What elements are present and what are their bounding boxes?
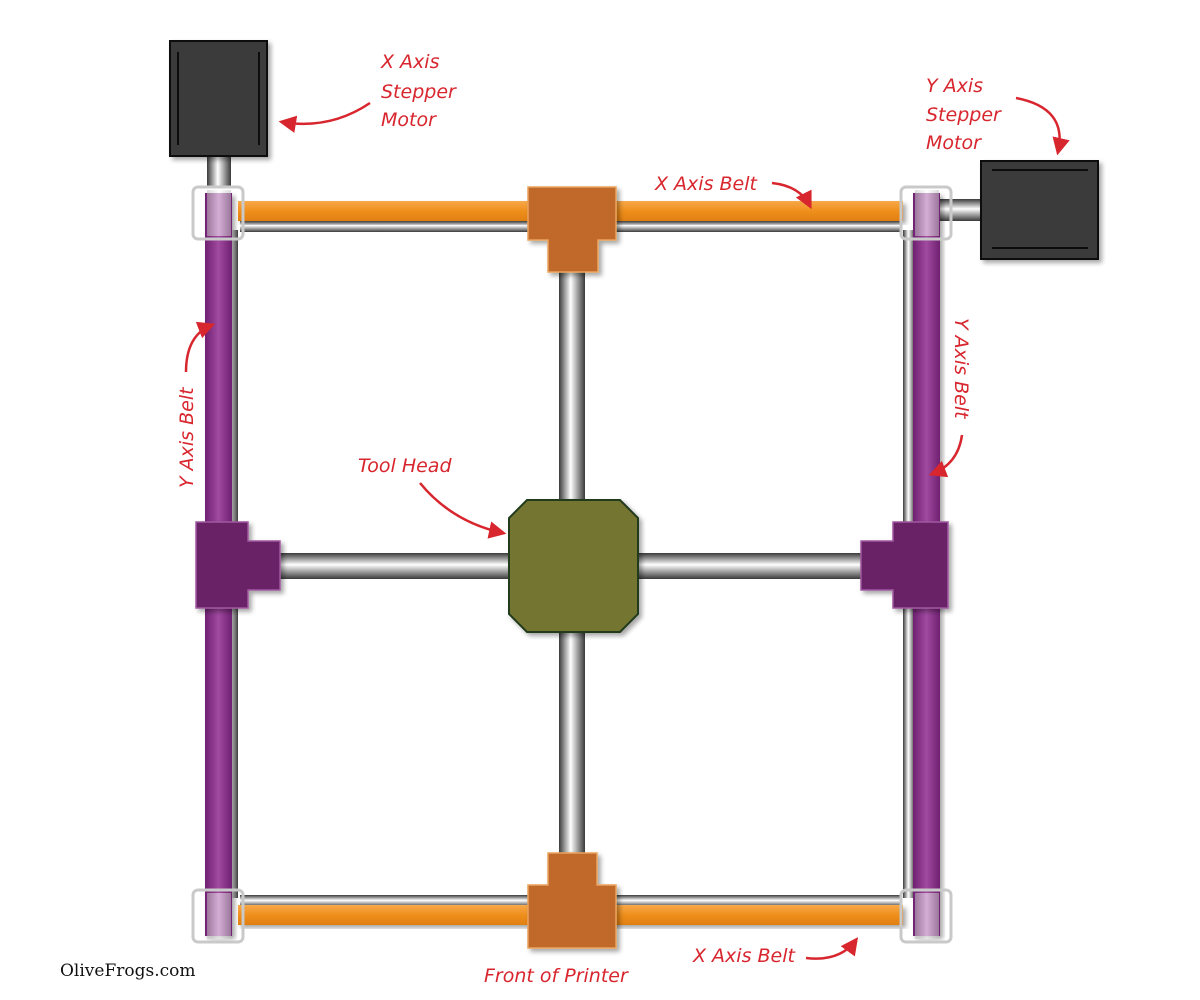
front-of-printer-label: Front of Printer <box>484 965 629 987</box>
x-motor-label-line3: Motor <box>381 109 437 131</box>
site-credit: OliveFrogs.com <box>60 961 196 981</box>
pulley-top-left <box>191 185 245 241</box>
annotation-labels: X Axis Stepper Motor Y Axis Stepper Moto… <box>176 51 1002 987</box>
y-belt-right-arrow <box>928 434 964 478</box>
tool-head-arrow <box>419 482 507 539</box>
pulley-bottom-right <box>899 888 953 944</box>
x-axis-stepper-motor <box>169 40 268 157</box>
y-motor-label-line2: Stepper <box>926 104 1002 126</box>
x-carriage-bottom <box>527 852 617 949</box>
x-belt-top-arrow <box>771 181 812 210</box>
tool-head-label: Tool Head <box>358 455 452 477</box>
pulley-top-right <box>899 185 953 241</box>
y-motor-label-line1: Y Axis <box>926 75 983 97</box>
y-motor-label-line3: Motor <box>926 132 982 154</box>
x-motor-label-line2: Stepper <box>381 81 457 103</box>
y-carriage-left <box>195 521 281 609</box>
pulley-bottom-left <box>191 888 245 944</box>
corner-pulleys <box>191 185 953 944</box>
y-carriage-right <box>860 521 949 609</box>
x-belt-bottom-arrow <box>805 937 859 960</box>
y-motor-shaft <box>940 199 984 221</box>
x-carriage-top <box>527 186 617 273</box>
x-motor-shaft <box>207 155 231 187</box>
y-axis-stepper-motor <box>980 160 1099 260</box>
x-belt-top-label: X Axis Belt <box>654 173 759 195</box>
annotation-arrows <box>184 96 1070 960</box>
y-belt-left-arrow <box>184 321 216 373</box>
x-motor-arrow <box>278 101 371 133</box>
y-motor-arrow <box>1015 96 1070 156</box>
x-belt-bottom-label: X Axis Belt <box>692 945 797 967</box>
x-motor-label-line1: X Axis <box>380 51 440 73</box>
tool-head <box>508 499 639 633</box>
y-belt-left-label: Y Axis Belt <box>176 386 198 488</box>
y-belt-right-label: Y Axis Belt <box>950 318 972 420</box>
